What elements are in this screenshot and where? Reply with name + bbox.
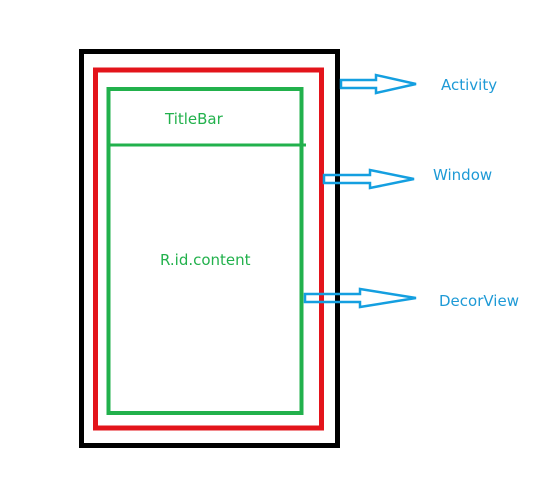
window-arrow-shape <box>322 168 415 190</box>
decorview-frame <box>106 87 304 415</box>
activity-label: Activity <box>441 76 497 94</box>
activity-arrow-shape <box>339 73 417 95</box>
window-frame <box>93 67 324 431</box>
decorview-arrow <box>303 287 417 309</box>
window-arrow <box>322 168 415 190</box>
decorview-arrow-shape <box>303 287 417 309</box>
activity-frame <box>79 49 340 448</box>
content-label: R.id.content <box>160 251 251 269</box>
activity-arrow <box>339 73 417 95</box>
decorview-label: DecorView <box>439 292 519 310</box>
window-label: Window <box>433 166 492 184</box>
titlebar-label: TitleBar <box>164 110 224 128</box>
